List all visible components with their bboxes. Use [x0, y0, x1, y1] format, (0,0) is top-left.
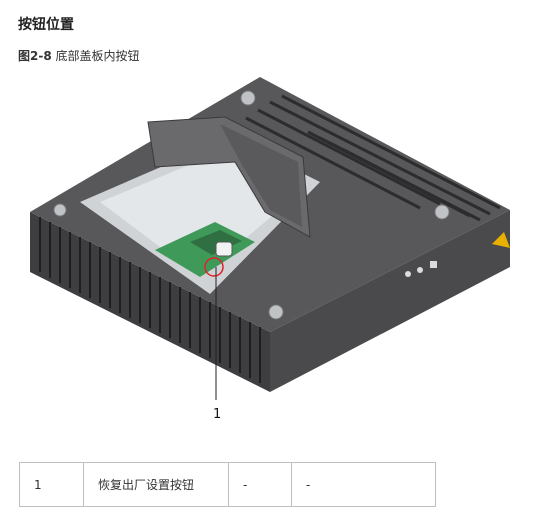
legend-table: 1 恢复出厂设置按钮 - - — [19, 462, 436, 507]
table-row: 1 恢复出厂设置按钮 - - — [19, 462, 436, 507]
warning-label — [492, 232, 510, 248]
legend-col3: - — [228, 462, 292, 507]
device-illustration — [20, 62, 520, 432]
board-chip — [190, 230, 242, 255]
legend-col4: - — [291, 462, 436, 507]
chassis-right-side — [270, 210, 510, 392]
figure-caption-text: 底部盖板内按钮 — [55, 49, 140, 63]
reset-button-highlight — [204, 257, 224, 277]
callout-number: 1 — [213, 407, 222, 422]
legend-name: 恢复出厂设置按钮 — [83, 462, 229, 507]
legend-index: 1 — [19, 462, 84, 507]
rubber-feet — [53, 90, 450, 320]
figure-number: 图2-8 — [18, 49, 52, 63]
section-title: 按钮位置 — [18, 17, 74, 33]
top-fins — [245, 94, 501, 222]
reset-button — [215, 241, 233, 257]
left-side-fins — [39, 217, 261, 383]
side-ports — [405, 261, 437, 277]
figure-caption: 图2-8 底部盖板内按钮 — [18, 47, 140, 64]
device-bottom-view — [30, 77, 510, 400]
cover-inner — [220, 124, 302, 227]
